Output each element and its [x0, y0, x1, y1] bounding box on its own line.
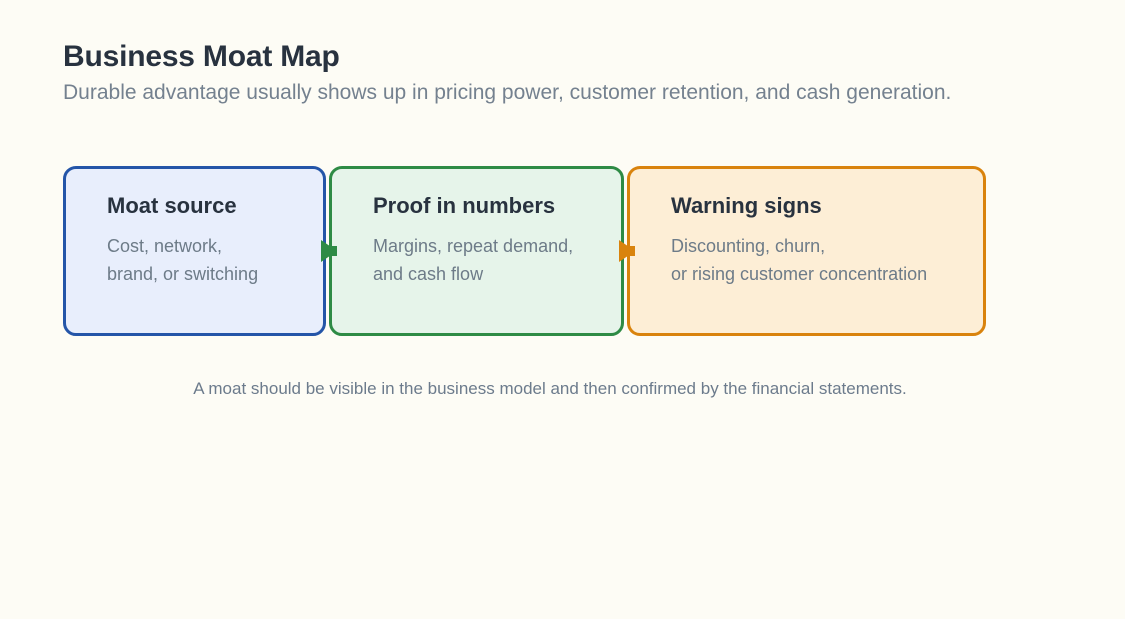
arrow-right-icon — [619, 240, 635, 262]
flow-card-proof-in-numbers[interactable]: Proof in numbers Margins, repeat demand,… — [329, 166, 624, 336]
flow-card-body: Discounting, churn, or rising customer c… — [671, 232, 983, 288]
flow-card-body: Margins, repeat demand, and cash flow — [373, 232, 621, 288]
page-subtitle: Durable advantage usually shows up in pr… — [63, 81, 952, 104]
flow-card-body-line-1: Margins, repeat demand, — [373, 236, 574, 256]
flow-card-warning-signs[interactable]: Warning signs Discounting, churn, or ris… — [627, 166, 986, 336]
flow-card-body-line-2: and cash flow — [373, 264, 484, 284]
flow-card-moat-source[interactable]: Moat source Cost, network, brand, or swi… — [63, 166, 326, 336]
flow-card-heading: Moat source — [107, 193, 237, 218]
flow-card-heading: Proof in numbers — [373, 193, 556, 218]
flow-card-body: Cost, network, brand, or switching — [107, 232, 323, 288]
arrow-stem — [622, 246, 635, 256]
flow-card-body-line-1: Cost, network, — [107, 236, 223, 256]
page-title: Business Moat Map — [63, 40, 340, 73]
arrow-stem — [324, 246, 337, 256]
footer-caption: A moat should be visible in the business… — [193, 379, 907, 398]
flow-card-heading: Warning signs — [671, 193, 822, 218]
flow-card-body-line-2: brand, or switching — [107, 264, 259, 284]
flow-card-body-line-2: or rising customer concentration — [671, 264, 928, 284]
header: Business Moat Map Durable advantage usua… — [63, 38, 1113, 107]
flow-card-body-line-1: Discounting, churn, — [671, 236, 826, 256]
moat-flow-diagram: Moat source Cost, network, brand, or swi… — [63, 166, 986, 336]
arrow-right-icon — [321, 240, 337, 262]
